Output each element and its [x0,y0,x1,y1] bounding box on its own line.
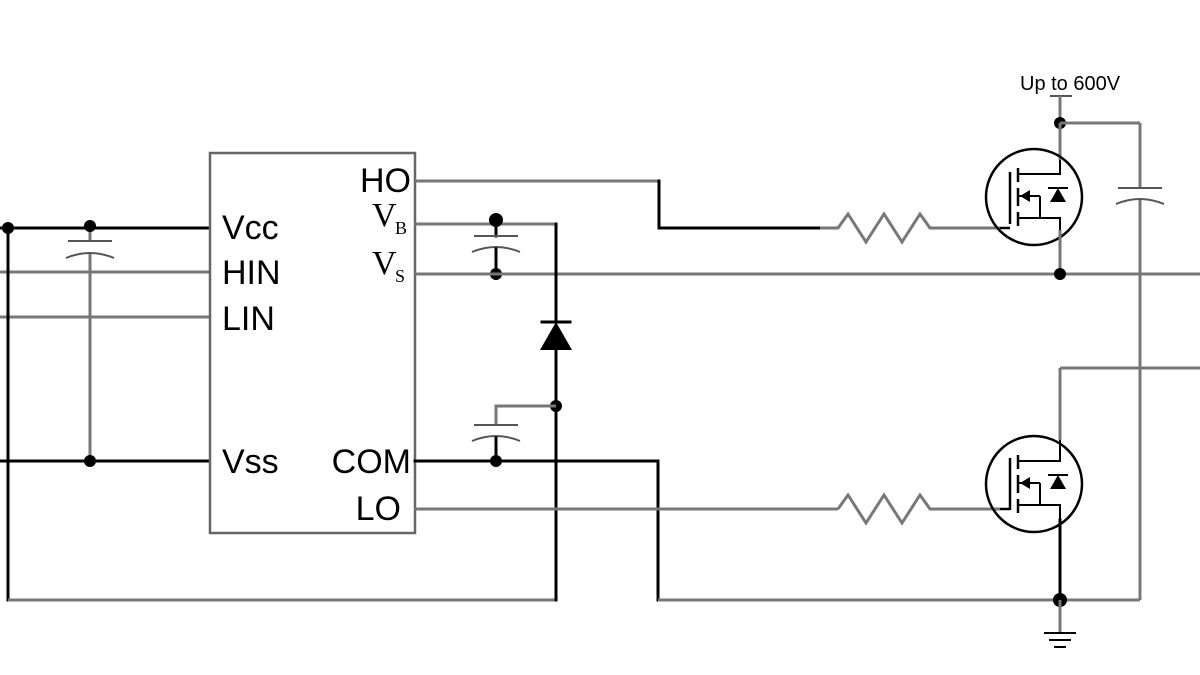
com-return-path [413,459,1140,602]
pin-label-vb-subscript: B [395,218,407,238]
pin-label-vb: V [372,197,397,234]
gate-driver-ic: Vcc HIN LIN Vss HO V B V S COM LO [208,151,417,535]
ic-body [208,151,417,535]
pin-label-vs-subscript: S [395,266,405,286]
junction-dot [1054,268,1066,280]
low-side-mosfet [984,434,1084,607]
junction-dot [84,455,96,467]
lo-gate-path [415,492,1000,526]
pin-label-vss: Vss [222,443,279,481]
left-input-wires [0,222,556,602]
pin-label-lo: LO [356,490,401,528]
pin-label-lin: LIN [222,300,275,338]
pin-label-com: COM [332,443,411,481]
pin-label-hin: HIN [222,254,281,292]
ground-icon [1044,600,1076,648]
pin-label-ho: HO [360,162,411,200]
vcc-decoupling-capacitor [65,220,115,467]
junction-dot [2,222,14,234]
high-side-mosfet [984,123,1084,280]
half-bridge-output [1058,366,1200,440]
junction-dot [84,220,96,232]
ho-gate-path [415,179,1000,245]
pin-label-vs: V [372,245,397,282]
supply-voltage-label: Up to 600V [1020,73,1121,95]
high-side-gate-resistor [820,211,1000,245]
bootstrap-diode [540,322,572,350]
pin-label-vcc: Vcc [222,209,279,247]
bootstrap-network [415,213,1200,602]
low-side-gate-resistor [836,492,1000,526]
high-voltage-supply: Up to 600V [1020,73,1165,600]
